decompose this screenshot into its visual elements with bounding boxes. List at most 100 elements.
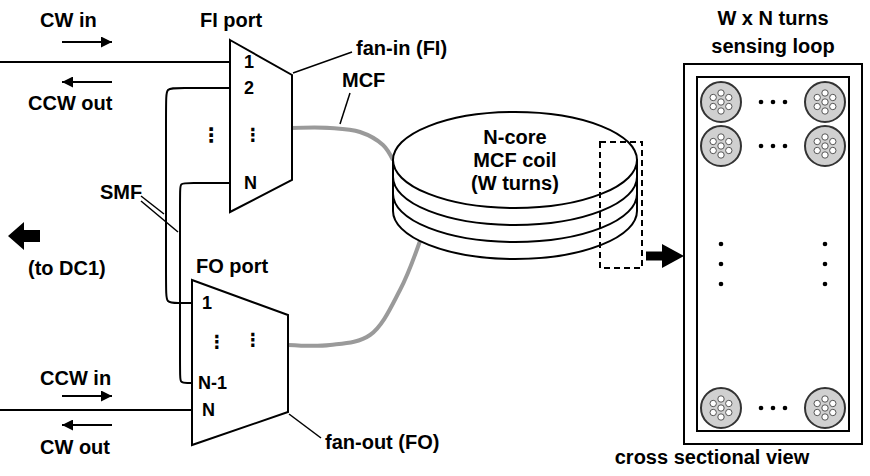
fiber-core [726,103,732,109]
box-frame [697,77,849,431]
fiber-core [830,400,836,406]
fiber-core [718,396,724,402]
port-number: 1 [202,293,212,314]
port-number: N [202,400,215,421]
fiber-core [814,400,820,406]
port-number: 1 [244,52,254,73]
fiber-core [822,143,828,149]
fiber-core [710,400,716,406]
fiber-core [830,147,836,153]
fiber-core [710,409,716,415]
fiber-core [830,409,836,415]
signal-label: CW out [40,436,110,459]
fiber-section [805,388,845,428]
ellipsis: ⋮ [244,330,262,351]
leader-label: MCF [342,69,385,92]
leader-label: fan-out (FO) [325,431,439,454]
section-marker [600,142,642,268]
fiber-core [726,138,732,144]
box-frame [684,64,862,444]
input-fiber [0,61,230,63]
fiber-core [718,134,724,140]
leader-line [340,93,350,124]
fiber-core [710,147,716,153]
mcf-fiber [292,128,393,160]
leader-line [141,201,178,232]
fan-out-device: 1⋮⋮N-1N [192,280,288,445]
fiber-core [718,99,724,105]
block-arrow [8,222,40,250]
port-label: FI port [200,9,262,32]
ellipsis-dot [783,100,788,105]
mcf-fiber [288,241,420,346]
ellipsis-dot [771,406,776,411]
ellipsis-dot [719,282,724,287]
fiber-core [814,94,820,100]
direction-arrow [62,424,112,426]
fiber-core [822,414,828,420]
ellipsis-dot [719,262,724,267]
fiber-core [726,409,732,415]
output-label: (to DC1) [28,257,106,280]
fiber-core [718,90,724,96]
fiber-core [814,103,820,109]
ellipsis-dot [783,406,788,411]
fiber-core [718,405,724,411]
fiber-core [718,143,724,149]
fiber-section [701,126,741,166]
ellipsis-dot [759,406,764,411]
fiber-core [822,405,828,411]
fiber-core [822,396,828,402]
fiber-core [814,409,820,415]
fiber-core [822,99,828,105]
leader-label: fan-in (FI) [356,37,447,60]
fiber-core [710,103,716,109]
fiber-core [726,94,732,100]
direction-arrow [62,81,112,83]
fiber-core [710,94,716,100]
signal-label: CCW in [40,367,111,390]
fiber-core [822,108,828,114]
direction-arrow [62,395,112,397]
fiber-coil: N-core MCF coil (W turns) [393,112,643,272]
ellipsis-dot [759,144,764,149]
ellipsis-dot [823,262,828,267]
fiber-core [814,147,820,153]
port-number: 2 [244,78,254,99]
block-arrow [646,252,670,261]
device-outline [230,40,292,212]
ellipsis-dot [719,242,724,247]
ellipsis-dot [783,144,788,149]
ellipsis-dot [759,100,764,105]
ellipsis-dot [771,100,776,105]
fiber-core [726,400,732,406]
shape-outline [684,64,862,444]
signal-label: CW in [40,9,97,32]
fiber-core [710,138,716,144]
ellipsis-dot [771,144,776,149]
leader-label: SMF [100,181,142,204]
ellipsis-dot [823,282,828,287]
fiber-core [822,90,828,96]
direction-arrow [62,41,112,43]
device-outline [192,280,288,445]
fiber-core [822,152,828,158]
ellipsis: ⋮ [244,125,262,146]
cross-section-box: W x N turns sensing loopcross sectional … [684,64,862,444]
fiber-core [830,94,836,100]
fiber-core [718,152,724,158]
fiber-core [718,414,724,420]
input-fiber [0,409,192,411]
port-number: N-1 [198,373,227,394]
signal-label: CCW out [28,92,112,115]
coil-label: N-core MCF coil (W turns) [465,126,565,195]
fiber-core [830,138,836,144]
port-label: FO port [196,255,268,278]
fiber-section [805,82,845,122]
fiber-section [701,82,741,122]
fiber-core [830,103,836,109]
fiber-section [701,388,741,428]
box-heading: W x N turns sensing loop [698,4,848,60]
fan-in-device: 12⋮N [230,40,292,212]
ellipsis-dot [823,242,828,247]
